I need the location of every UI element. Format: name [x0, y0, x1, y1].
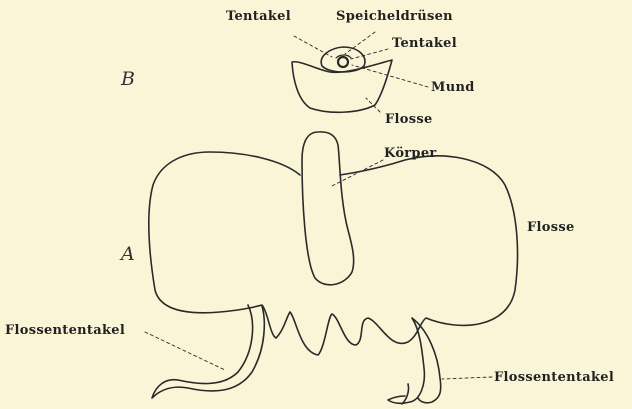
figure-a-left-fin-tentacle — [152, 305, 264, 398]
label-mund: Mund — [431, 80, 475, 95]
figure-a-drawing — [149, 132, 518, 404]
label-tentakel-left: Tentakel — [226, 9, 291, 24]
label-flossententakel-right: Flossententakel — [494, 370, 614, 385]
label-flosse-a: Flosse — [527, 220, 575, 235]
figure-a-body — [302, 132, 354, 285]
label-speicheldruesen: Speicheldrüsen — [336, 9, 453, 24]
figure-a-fin-outline — [149, 152, 518, 355]
panel-b-letter: B — [121, 68, 135, 90]
figure-b-drawing — [292, 47, 392, 112]
figure-a-right-fin-tentacle — [388, 318, 441, 404]
label-koerper: Körper — [384, 146, 437, 161]
label-flosse-b: Flosse — [385, 112, 433, 127]
figure-b-mouth — [338, 57, 348, 67]
label-flossententakel-left: Flossententakel — [5, 323, 125, 338]
figure-a-leaders — [145, 160, 492, 379]
label-tentakel-right: Tentakel — [392, 36, 457, 51]
panel-a-letter: A — [121, 243, 135, 265]
